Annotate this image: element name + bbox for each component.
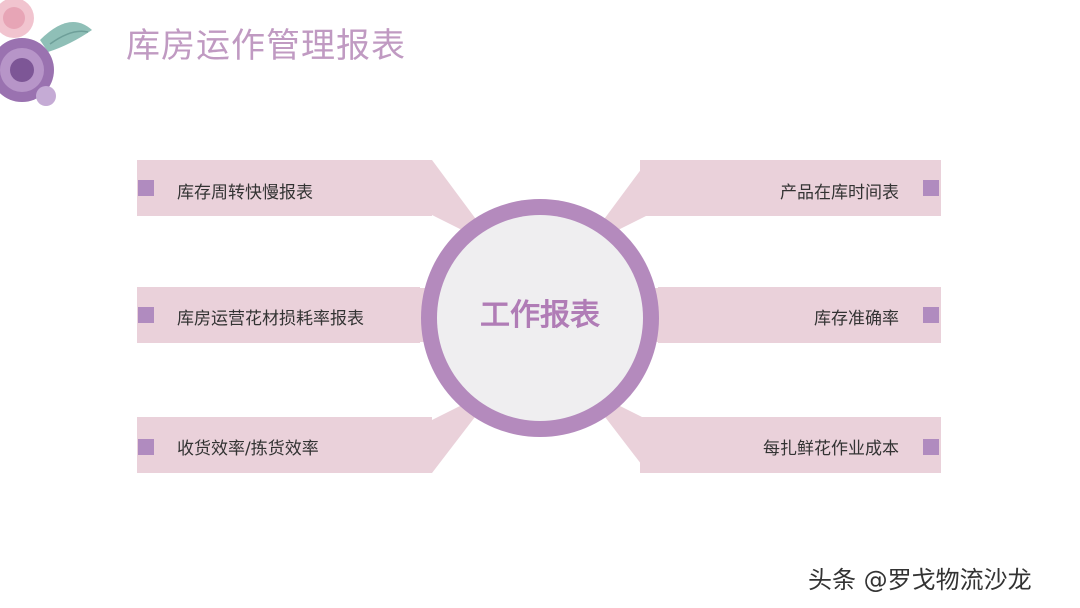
watermark: 头条 @罗戈物流沙龙 — [808, 566, 1032, 594]
bullet-square-icon — [138, 439, 154, 455]
connector-top-left — [432, 160, 478, 230]
left-item-label: 库存周转快慢报表 — [177, 183, 313, 203]
right-item-label: 库存准确率 — [814, 309, 899, 329]
right-item-2: 库存准确率 — [658, 287, 941, 343]
left-item-label: 库房运营花材损耗率报表 — [177, 309, 364, 329]
left-item-label: 收货效率/拣货效率 — [177, 439, 319, 459]
bullet-square-icon — [923, 439, 939, 455]
bullet-square-icon — [138, 180, 154, 196]
right-item-3: 每扎鲜花作业成本 — [640, 417, 941, 473]
right-item-1: 产品在库时间表 — [640, 160, 941, 216]
connector-bottom-right — [602, 405, 648, 473]
right-item-label: 产品在库时间表 — [780, 183, 899, 203]
right-item-label: 每扎鲜花作业成本 — [763, 439, 899, 459]
bullet-square-icon — [138, 307, 154, 323]
left-item-3: 收货效率/拣货效率 — [137, 417, 432, 473]
center-disc — [437, 215, 643, 421]
flower-decoration-icon — [0, 0, 92, 106]
bullet-square-icon — [923, 307, 939, 323]
left-item-2: 库房运营花材损耗率报表 — [137, 287, 420, 343]
bullet-square-icon — [923, 180, 939, 196]
connector-top-right — [602, 160, 648, 230]
page-title: 库房运作管理报表 — [126, 26, 406, 66]
center-label: 工作报表 — [480, 298, 600, 333]
left-item-1: 库存周转快慢报表 — [137, 160, 432, 216]
connector-bottom-left — [432, 405, 478, 473]
